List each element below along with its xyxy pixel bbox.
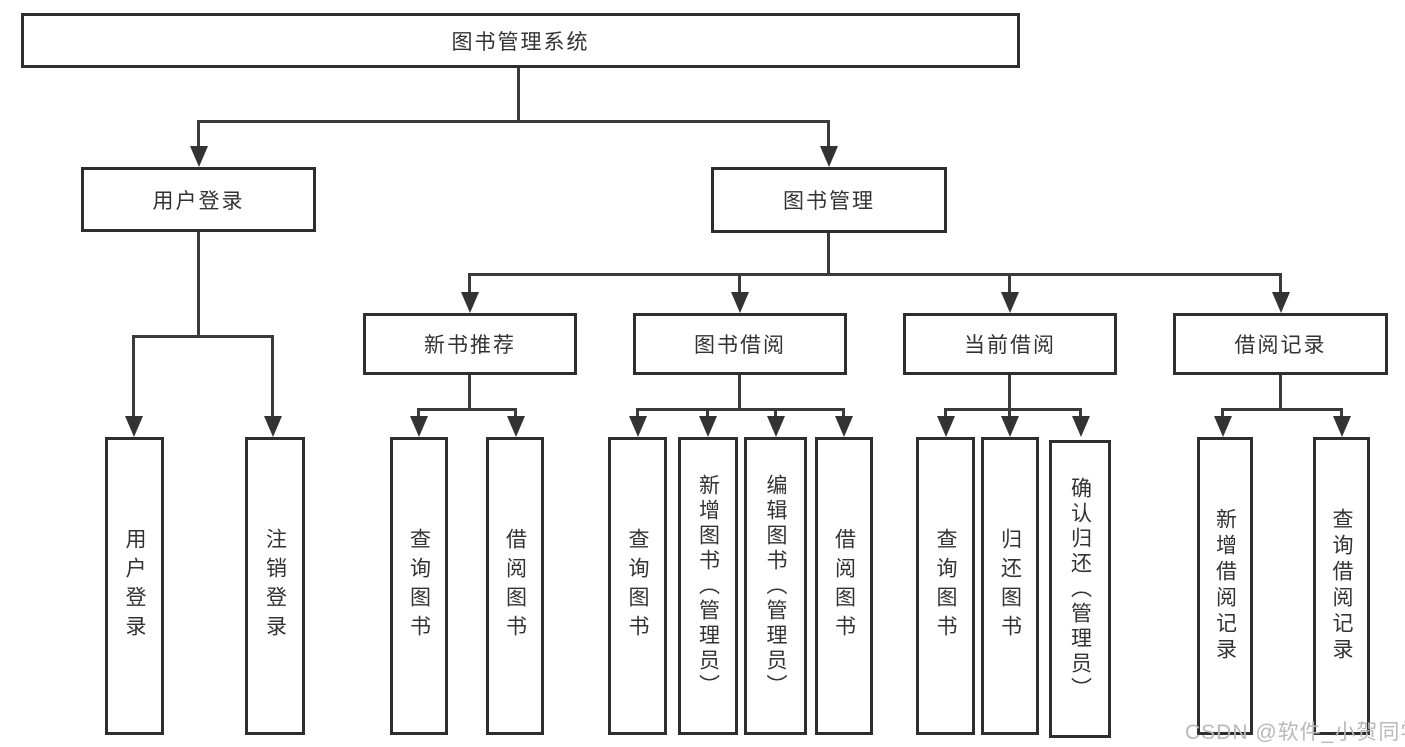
connector-drop-nbr-borrow [514,408,517,420]
leaf-bb-add-books-admin-label: 新增图书（管理员） [696,473,720,699]
arrowhead-leaf-user-login [125,416,143,437]
connector-drop-book-management [827,120,830,152]
connector-root-rail [197,120,830,123]
leaf-cb-confirm-return-admin: 确认归还（管理员） [1049,440,1111,738]
connector-drop-borrowing-records [1279,273,1282,295]
arrowhead-br-add [1214,416,1232,437]
arrowhead-cb-return [1001,416,1019,437]
connector-new-book-rail [417,408,517,411]
connector-drop-bb-query [636,408,639,420]
arrowhead-book-borrowing [731,292,749,313]
leaf-br-add-record-label: 新增借阅记录 [1213,508,1237,664]
leaf-logout: 注销登录 [245,437,305,735]
connector-borrowing-records-stem [1279,375,1282,411]
node-book-management-label: 图书管理 [783,190,875,213]
connector-drop-leaf-logout [271,335,274,419]
connector-root-stem [517,68,520,122]
leaf-nbr-query-books-label: 查询图书 [407,528,431,644]
arrowhead-leaf-logout [264,416,282,437]
node-book-management: 图书管理 [711,167,947,233]
leaf-cb-return-books-label: 归还图书 [998,528,1022,644]
leaf-nbr-query-books: 查询图书 [390,437,448,735]
arrowhead-br-query [1333,416,1351,437]
connector-drop-new-book [468,273,471,295]
node-new-book-recommend-label: 新书推荐 [424,334,516,357]
connector-drop-br-add [1221,408,1224,420]
connector-book-management-stem [827,233,830,276]
arrowhead-nbr-query [410,416,428,437]
connector-new-book-stem [468,375,471,411]
arrowhead-bb-borrow [835,416,853,437]
connector-book-borrowing-rail [636,408,845,411]
arrowhead-bb-add [699,416,717,437]
leaf-bb-borrow-books: 借阅图书 [815,437,873,735]
leaf-br-query-record: 查询借阅记录 [1313,437,1370,735]
leaf-nbr-borrow-books: 借阅图书 [486,437,544,735]
connector-drop-book-borrowing [738,273,741,295]
leaf-cb-confirm-return-admin-label: 确认归还（管理员） [1068,476,1092,702]
arrowhead-nbr-borrow [507,416,525,437]
node-library-system-label: 图书管理系统 [451,30,590,54]
arrowhead-user-login [190,146,208,167]
leaf-br-query-record-label: 查询借阅记录 [1330,508,1354,664]
leaf-bb-query-books-label: 查询图书 [626,528,650,644]
csdn-watermark: CSDN @软件_小贺同学 [1185,721,1405,744]
connector-book-management-rail [468,273,1282,276]
node-user-login: 用户登录 [81,167,316,232]
connector-drop-br-query [1340,408,1343,420]
arrowhead-book-management [820,146,838,167]
node-current-borrowing-label: 当前借阅 [964,334,1056,357]
leaf-user-login: 用户登录 [105,437,164,735]
leaf-bb-edit-books-admin-label: 编辑图书（管理员） [764,473,788,699]
connector-drop-cb-query [944,408,947,420]
node-book-borrowing-label: 图书借阅 [694,334,786,357]
leaf-user-login-label: 用户登录 [123,528,147,644]
connector-user-login-rail [133,335,274,338]
leaf-nbr-borrow-books-label: 借阅图书 [503,528,527,644]
connector-drop-leaf-user-login [132,335,135,419]
arrowhead-cb-query [937,416,955,437]
connector-drop-current-borrowing [1008,273,1011,295]
node-new-book-recommend: 新书推荐 [363,313,577,375]
arrowhead-current-borrowing [1001,292,1019,313]
leaf-bb-edit-books-admin: 编辑图书（管理员） [744,437,807,735]
connector-current-borrowing-stem [1008,375,1011,411]
node-borrowing-records: 借阅记录 [1173,313,1388,375]
node-library-system: 图书管理系统 [21,13,1020,68]
node-current-borrowing: 当前借阅 [903,313,1117,375]
arrowhead-bb-query [629,416,647,437]
node-borrowing-records-label: 借阅记录 [1234,334,1327,357]
connector-book-borrowing-stem [738,375,741,411]
connector-drop-bb-edit [774,408,777,420]
connector-drop-nbr-query [417,408,420,420]
leaf-bb-borrow-books-label: 借阅图书 [832,528,856,644]
arrowhead-new-book [461,292,479,313]
arrowhead-bb-edit [767,416,785,437]
leaf-bb-query-books: 查询图书 [608,437,667,735]
connector-user-login-stem [197,232,200,338]
leaf-br-add-record: 新增借阅记录 [1197,437,1253,735]
arrowhead-borrowing-records [1272,292,1290,313]
connector-drop-bb-borrow [842,408,845,420]
leaf-cb-return-books: 归还图书 [981,437,1039,735]
leaf-bb-add-books-admin: 新增图书（管理员） [678,437,738,735]
connector-borrowing-records-rail [1221,408,1343,411]
node-user-login-label: 用户登录 [152,189,245,213]
connector-drop-bb-add [706,408,709,420]
leaf-cb-query-books-label: 查询图书 [934,528,958,644]
connector-drop-cb-confirm [1079,408,1082,420]
connector-current-borrowing-rail [944,408,1082,411]
leaf-logout-label: 注销登录 [263,528,287,644]
connector-drop-user-login [197,120,200,152]
node-book-borrowing: 图书借阅 [633,313,847,375]
leaf-cb-query-books: 查询图书 [916,437,975,735]
connector-drop-cb-return [1008,408,1011,420]
arrowhead-cb-confirm [1072,416,1090,437]
